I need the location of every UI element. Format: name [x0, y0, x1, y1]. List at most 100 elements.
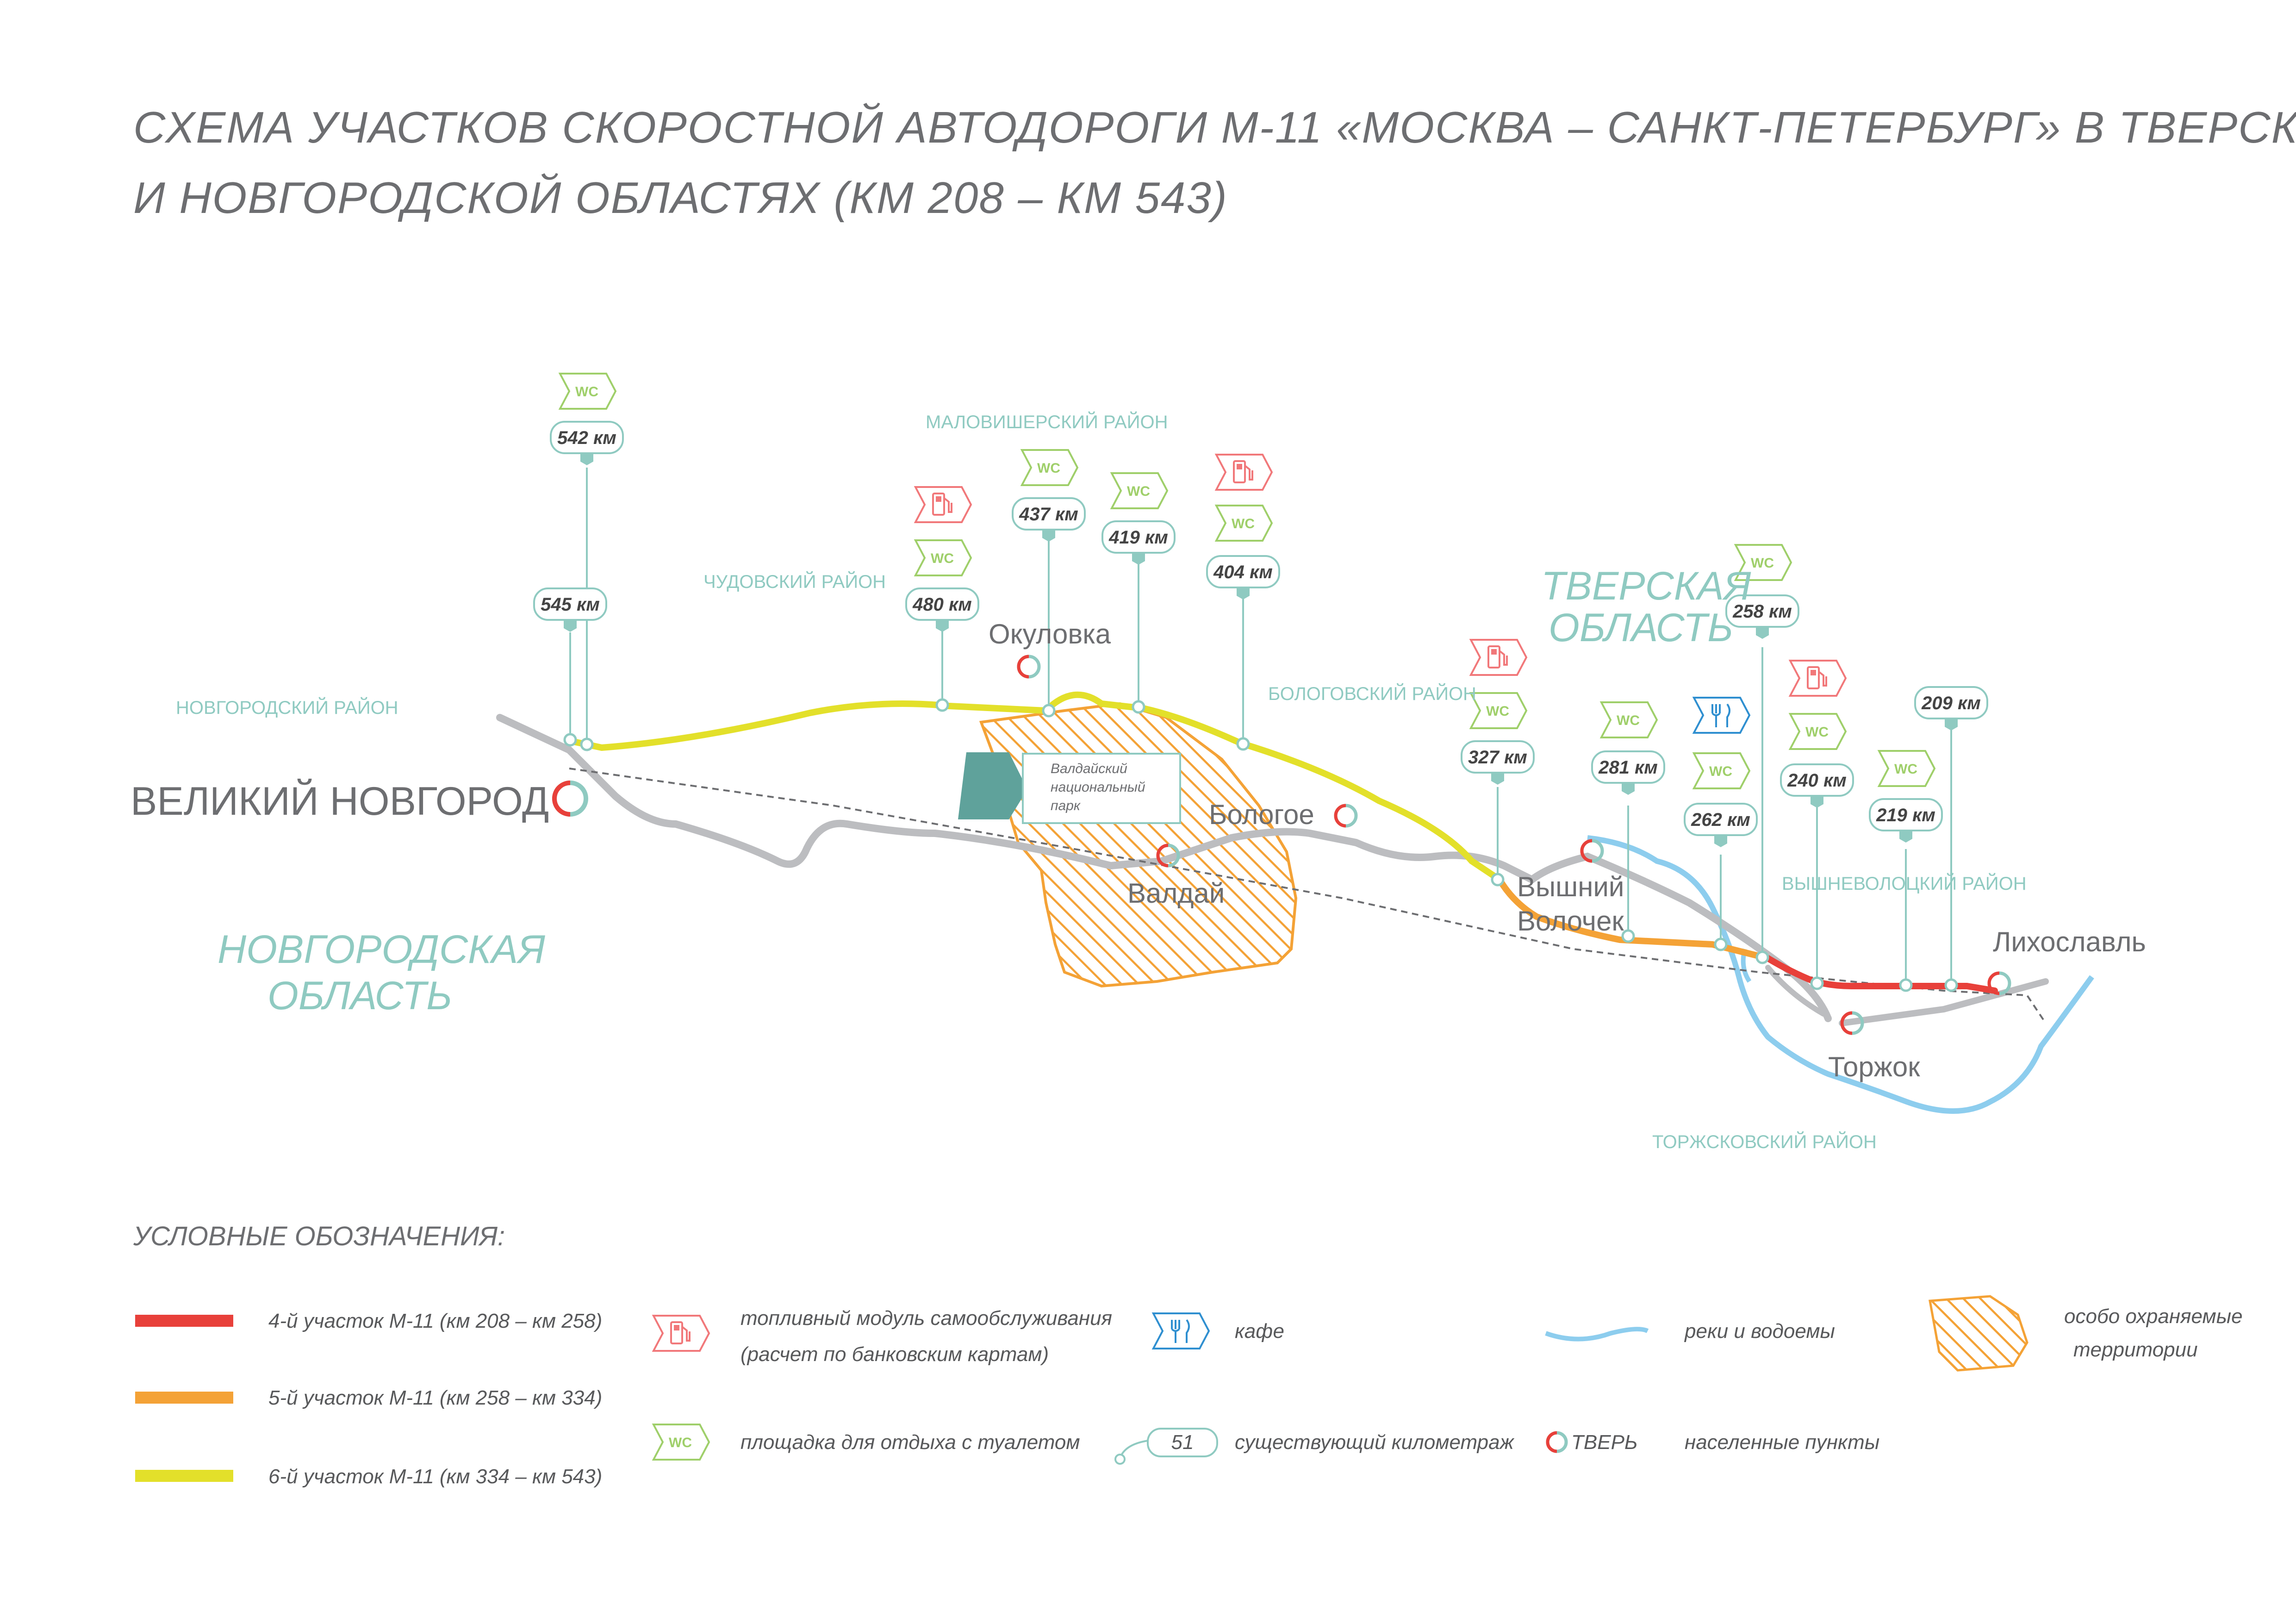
- km-marker-240: 240 км: [1780, 763, 1854, 809]
- legend-km-sample: 51: [1114, 1428, 1218, 1465]
- fuel-pump-icon: [653, 1315, 710, 1352]
- svg-text:WC: WC: [1617, 713, 1640, 728]
- km-label-240: 240 км: [1787, 770, 1847, 791]
- km-marker-281: 281 км: [1591, 750, 1665, 796]
- district-label: ВЫШНЕВОЛОЦКИЙ РАЙОН: [1782, 873, 2027, 894]
- wc-icon: WC: [1470, 692, 1527, 729]
- park-label-line2: национальный: [1051, 780, 1145, 795]
- km-marker-542: 542 км: [550, 421, 624, 466]
- fork-knife-icon: [1151, 1312, 1210, 1349]
- legend-swatch-section4: [135, 1315, 233, 1327]
- km-dots: [563, 698, 1958, 992]
- svg-text:WC: WC: [1805, 725, 1829, 740]
- km-label-258: 258 км: [1732, 601, 1792, 622]
- svg-text:WC: WC: [1232, 516, 1255, 531]
- km-label-327: 327 км: [1468, 747, 1527, 768]
- wc-icon: WC: [1021, 449, 1078, 486]
- wc-icon: WC: [1111, 472, 1168, 509]
- legend-label-section6: 6-й участок М-11 (км 334 – км 543): [268, 1465, 602, 1488]
- city-marker: [1987, 971, 2011, 995]
- m11-section-6: [566, 691, 1503, 883]
- map-title-line1: СХЕМА УЧАСТКОВ СКОРОСТНОЙ АВТОДОРОГИ М-1…: [133, 102, 2296, 152]
- legend-label-city: населенные пункты: [1685, 1431, 1879, 1454]
- fuel-pump-icon: [1789, 660, 1847, 697]
- park-label-box: [1022, 753, 1181, 824]
- km-marker-219: 219 км: [1869, 798, 1943, 843]
- legend-label-protected-2: территории: [2073, 1338, 2198, 1361]
- district-label: БОЛОГОВСКИЙ РАЙОН: [1268, 683, 1476, 704]
- svg-text:WC: WC: [1709, 764, 1732, 779]
- city-marker: [1580, 839, 1604, 863]
- legend-swatch-section5: [135, 1392, 233, 1404]
- wc-icon: WC: [1693, 752, 1750, 789]
- oblast-label-novgorod-1: НОВГОРОДСКАЯ: [218, 927, 545, 972]
- park-label-line3: парк: [1051, 798, 1081, 813]
- legend-label-km: существующий километраж: [1235, 1431, 1515, 1454]
- city-marker: [552, 781, 588, 817]
- svg-text:WC: WC: [575, 384, 598, 400]
- district-label: НОВГОРОДСКИЙ РАЙОН: [176, 697, 398, 718]
- km-label-542: 542 км: [557, 428, 616, 448]
- km-marker-545: 545 км: [533, 587, 607, 633]
- wc-icon: WC: [915, 539, 972, 576]
- legend-label-river: реки и водоемы: [1684, 1320, 1835, 1343]
- city-label-vyshny-1: Вышний: [1517, 871, 1624, 902]
- existing-road-torzhok: [1839, 978, 2049, 1026]
- km-marker-419: 419 км: [1101, 520, 1176, 566]
- km-label-219: 219 км: [1876, 805, 1935, 825]
- km-label-437: 437 км: [1019, 504, 1078, 525]
- wc-icon: WC: [559, 373, 616, 410]
- legend-km-sample-value: 51: [1171, 1431, 1194, 1454]
- svg-text:WC: WC: [1127, 484, 1150, 499]
- legend-label-section4: 4-й участок М-11 (км 208 – км 258): [268, 1310, 602, 1332]
- city-marker: [1017, 655, 1041, 679]
- wc-icon: WC: [1735, 544, 1792, 581]
- district-label: МАЛОВИШЕРСКИЙ РАЙОН: [926, 411, 1168, 432]
- city-label-torzhok: Торжок: [1828, 1051, 1920, 1082]
- fuel-pump-icon: [1470, 639, 1527, 676]
- map-title-line2: И НОВГОРОДСКОЙ ОБЛАСТЯХ (КМ 208 – КМ 543…: [133, 173, 1228, 223]
- svg-text:WC: WC: [1894, 762, 1917, 777]
- district-label: ТОРЖСКОВСКИЙ РАЙОН: [1652, 1131, 1877, 1152]
- fork-knife-icon: [1692, 697, 1751, 734]
- km-label-281: 281 км: [1598, 757, 1658, 778]
- km-marker-437: 437 км: [1012, 497, 1086, 543]
- svg-text:WC: WC: [931, 551, 954, 566]
- district-label: ЧУДОВСКИЙ РАЙОН: [703, 571, 886, 592]
- city-label-likhoslavl: Лихославль: [1993, 926, 2146, 957]
- legend-river-swatch: [1545, 1327, 1649, 1342]
- fuel-pump-icon: [915, 486, 972, 523]
- legend-label-section5: 5-й участок М-11 (км 258 – км 334): [268, 1387, 602, 1409]
- km-marker-480: 480 км: [905, 587, 979, 633]
- legend-label-fuel-2: (расчет по банковским картам): [740, 1343, 1049, 1366]
- legend-label-protected-1: особо охраняемые: [2064, 1305, 2243, 1328]
- km-label-404: 404 км: [1213, 562, 1273, 582]
- svg-text:WC: WC: [1751, 556, 1774, 571]
- park-label-line1: Валдайский: [1051, 761, 1127, 776]
- km-stems: [569, 468, 1952, 985]
- oblast-label-tver-1: ТВЕРСКАЯ: [1541, 564, 1751, 608]
- m11-section-5: [1496, 876, 1771, 962]
- km-marker-327: 327 км: [1461, 740, 1535, 786]
- legend-protected-swatch: [1929, 1295, 2028, 1372]
- km-label-262: 262 км: [1691, 810, 1750, 830]
- river: [1587, 835, 2094, 1114]
- legend-label-fuel-1: топливный модуль самообслуживания: [740, 1307, 1112, 1330]
- legend-label-wc: площадка для отдыха с туалетом: [740, 1431, 1080, 1454]
- legend-label-cafe: кафе: [1235, 1320, 1284, 1343]
- wc-icon: WC: [1215, 505, 1273, 542]
- oblast-label-novgorod-2: ОБЛАСТЬ: [268, 974, 452, 1018]
- legend-city-sample: ТВЕРЬ: [1546, 1431, 1638, 1454]
- city-label-vyshny-2: Волочек: [1517, 906, 1624, 937]
- km-label-419: 419 км: [1108, 527, 1168, 548]
- wc-icon: WC: [1789, 713, 1847, 750]
- svg-text:WC: WC: [669, 1435, 692, 1450]
- svg-text:WC: WC: [1037, 461, 1060, 476]
- km-label-480: 480 км: [912, 594, 972, 615]
- legend-swatch-section6: [135, 1470, 233, 1482]
- fuel-pump-icon: [1215, 454, 1273, 491]
- km-marker-258: 258 км: [1725, 594, 1799, 640]
- km-marker-209: 209 км: [1914, 686, 1988, 731]
- wc-icon: WC: [1878, 750, 1935, 787]
